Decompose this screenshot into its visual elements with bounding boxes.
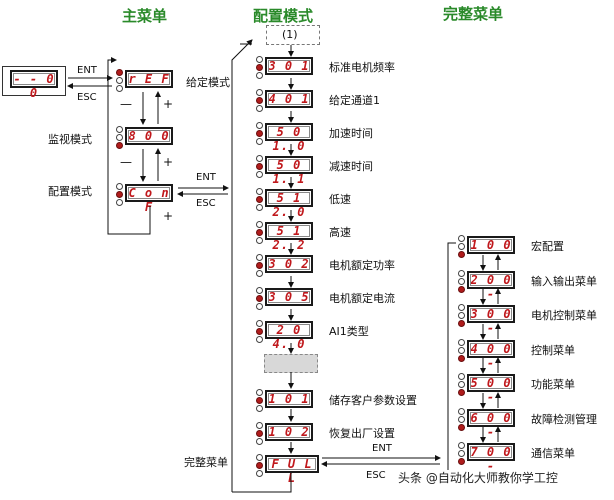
full-menu-item-5-display: 6 0 0 - — [467, 409, 515, 439]
svg-text:+: + — [163, 209, 173, 223]
full-menu-item-1-label: 输入输出菜单 — [531, 275, 597, 288]
full-menu-item-0-display: 1 0 0 — [467, 236, 515, 254]
svg-text:—: — — [120, 97, 132, 111]
full-menu-label: 完整菜单 — [184, 456, 228, 469]
config-item-7-label: 电机额定电流 — [329, 292, 395, 305]
save-label: 储存客户参数设置 — [329, 394, 417, 407]
full-menu-item-4-label: 功能菜单 — [531, 378, 575, 391]
monitor-display: 8 0 0 — [125, 127, 173, 145]
full-menu-item-3-status-leds — [458, 339, 466, 363]
full-menu-item-1-status-leds — [458, 270, 466, 294]
config-item-2-status-leds — [256, 122, 264, 146]
save-status-leds — [256, 389, 264, 413]
full-menu-item-6-status-leds — [458, 442, 466, 466]
config-item-7-display: 3 0 5 — [265, 288, 313, 306]
ref-status-leds — [116, 69, 124, 93]
full-menu-item-4-display: 5 0 0 - — [467, 374, 515, 404]
full-menu-item-4-status-leds — [458, 373, 466, 397]
conf-display: C o n F — [125, 184, 173, 214]
config-item-0-display: 3 0 1 — [265, 57, 313, 75]
full-menu-item-5-label: 故障检测管理 — [531, 413, 597, 426]
config-item-7-status-leds — [256, 287, 264, 311]
full-menu-item-5-status-leds — [458, 408, 466, 432]
restore-status-leds — [256, 422, 264, 446]
config-item-3-display: 5 0 1. 1 — [265, 156, 313, 186]
conf-esc-label: ESC — [196, 198, 216, 209]
conf-ent-label: ENT — [196, 172, 216, 183]
full-menu-item-2-status-leds — [458, 304, 466, 328]
restore-display: 1 0 2 — [265, 423, 313, 441]
config-item-4-label: 低速 — [329, 193, 351, 206]
svg-text:—: — — [120, 155, 132, 169]
restore-label: 恢复出厂设置 — [329, 427, 395, 440]
svg-text:+: + — [163, 155, 173, 169]
config-item-3-status-leds — [256, 155, 264, 179]
config-item-8-label: AI1类型 — [329, 325, 369, 338]
config-item-0-label: 标准电机频率 — [329, 61, 395, 74]
config-item-8-display: 2 0 4. 0 — [265, 321, 313, 351]
config-item-6-label: 电机额定功率 — [329, 259, 395, 272]
config-item-5-label: 高速 — [329, 226, 351, 239]
config-first-box — [266, 25, 320, 45]
config-item-4-display: 5 1 2. 0 — [265, 189, 313, 219]
config-item-2-display: 5 0 1. 0 — [265, 123, 313, 153]
svg-text:+: + — [163, 97, 173, 111]
main-esc-label: ESC — [77, 92, 97, 103]
config-item-6-display: 3 0 2 — [265, 255, 313, 273]
full-menu-item-2-display: 3 0 0 - — [467, 305, 515, 335]
idle-display: - - 0 0 — [10, 70, 58, 100]
config-item-4-status-leds — [256, 188, 264, 212]
config-mode-header: 配置模式 — [253, 7, 314, 25]
full-menu-item-3-display: 4 0 0 - — [467, 340, 515, 370]
full-menu-item-3-label: 控制菜单 — [531, 344, 575, 357]
config-item-0-status-leds — [256, 56, 264, 80]
full-ent-label: ENT — [372, 443, 392, 454]
config-item-3-label: 减速时间 — [329, 160, 373, 173]
ref-label: 给定模式 — [186, 76, 230, 89]
full-menu-item-1-display: 2 0 0 - — [467, 271, 515, 301]
config-first-label: (1) — [282, 28, 298, 41]
watermark: 头条 @自动化大师教你学工控 — [398, 471, 558, 485]
full-status-leds — [256, 454, 264, 478]
config-item-1-display: 4 0 1 — [265, 90, 313, 108]
full-menu-item-6-label: 通信菜单 — [531, 447, 575, 460]
full-esc-label: ESC — [366, 470, 386, 481]
config-item-6-status-leds — [256, 254, 264, 278]
config-item-5-display: 5 1 2. 2 — [265, 222, 313, 252]
ref-display: r E F — [125, 70, 173, 88]
conf-status-leds — [116, 183, 124, 207]
config-item-1-label: 给定通道1 — [329, 94, 380, 107]
monitor-label: 监视模式 — [48, 133, 92, 146]
main-ent-label: ENT — [77, 65, 97, 76]
full-menu-item-0-status-leds — [458, 235, 466, 259]
config-item-5-status-leds — [256, 221, 264, 245]
config-label: 配置模式 — [48, 185, 92, 198]
main-menu-header: 主菜单 — [122, 7, 168, 25]
config-item-8-status-leds — [256, 320, 264, 344]
full-menu-item-6-display: 7 0 0 - — [467, 443, 515, 473]
full-menu-item-2-label: 电机控制菜单 — [531, 309, 597, 322]
save-display: 1 0 1 — [265, 390, 313, 408]
full-menu-item-0-label: 宏配置 — [531, 240, 564, 253]
config-item-2-label: 加速时间 — [329, 127, 373, 140]
monitor-status-leds — [116, 126, 124, 150]
full-menu-header: 完整菜单 — [443, 5, 504, 23]
config-item-1-status-leds — [256, 89, 264, 113]
